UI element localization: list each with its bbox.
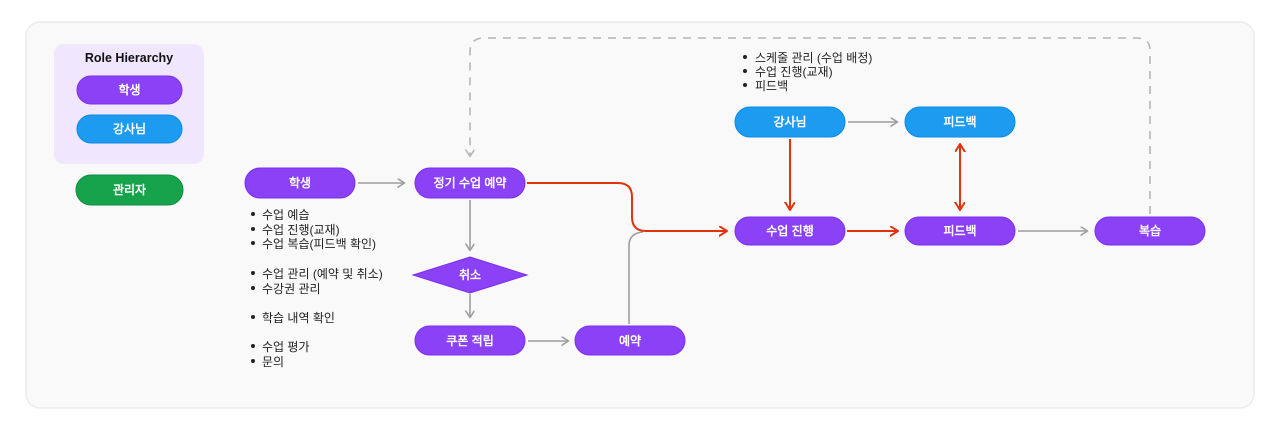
node-review[interactable]: 복습 (1094, 216, 1206, 246)
edges-gray (358, 122, 1087, 341)
node-review-label: 복습 (1139, 224, 1161, 238)
node-feedback[interactable]: 피드백 (904, 216, 1016, 246)
legend-item-instructor[interactable]: 강사님 (76, 114, 183, 144)
student-task-item: 수업 관리 (예약 및 취소) (262, 266, 383, 281)
legend-label-instructor: 강사님 (113, 121, 146, 136)
node-cancel-decision[interactable]: 취소 (411, 256, 529, 294)
edge-review-to-regular-booking-dashed (470, 37, 1151, 214)
student-task-list: 수업 예습 수업 진행(교재) 수업 복습(피드백 확인) 수업 관리 (예약 … (251, 208, 383, 369)
bullet-icon (251, 315, 255, 319)
node-regular-booking-pill[interactable] (414, 167, 526, 199)
bullet-icon (743, 69, 747, 73)
node-feedback-instructor[interactable]: 피드백 (904, 106, 1016, 138)
node-student[interactable]: 학생 (244, 167, 356, 199)
bullet-icon (251, 271, 255, 275)
node-regular-booking-label: 정기 수업 예약 (434, 175, 507, 190)
student-task-item: 수업 진행(교재) (262, 222, 340, 237)
bullet-icon (251, 344, 255, 348)
node-instructor-pill[interactable] (734, 106, 846, 138)
edge-booking-to-class-progress (628, 231, 644, 324)
node-cancel-diamond[interactable] (411, 256, 529, 294)
student-task-item: 수업 복습(피드백 확인) (262, 237, 376, 251)
node-regular-booking[interactable]: 정기 수업 예약 (414, 167, 526, 199)
node-student-label: 학생 (289, 175, 311, 190)
legend-label-admin: 관리자 (113, 182, 146, 197)
instructor-task-list: 스케줄 관리 (수업 배정) 수업 진행(교재) 피드백 (743, 51, 872, 93)
node-review-pill[interactable] (1094, 216, 1206, 246)
node-coupon[interactable]: 쿠폰 적립 (414, 325, 526, 356)
node-cancel-label: 취소 (459, 267, 481, 282)
node-feedback-label: 피드백 (943, 223, 976, 238)
edges-red (527, 139, 960, 231)
node-booking[interactable]: 예약 (574, 325, 686, 356)
bullet-icon (251, 212, 255, 216)
node-instructor[interactable]: 강사님 (734, 106, 846, 138)
node-feedback-instructor-pill[interactable] (904, 106, 1016, 138)
legend-item-student[interactable]: 학생 (76, 75, 183, 105)
node-class-progress[interactable]: 수업 진행 (734, 216, 846, 246)
legend-pill-instructor[interactable] (76, 114, 183, 144)
node-student-pill[interactable] (244, 167, 356, 199)
bullet-icon (251, 359, 255, 363)
node-feedback-instructor-label: 피드백 (943, 114, 976, 129)
node-booking-pill[interactable] (574, 325, 686, 356)
instructor-task-item: 수업 진행(교재) (755, 64, 833, 79)
node-coupon-label: 쿠폰 적립 (446, 333, 494, 348)
node-class-progress-pill[interactable] (734, 216, 846, 246)
legend-pill-student[interactable] (76, 75, 183, 105)
legend: Role Hierarchy 학생 강사님 관리자 (54, 44, 204, 206)
legend-item-admin[interactable]: 관리자 (75, 174, 184, 206)
node-feedback-pill[interactable] (904, 216, 1016, 246)
legend-label-student: 학생 (118, 82, 140, 97)
node-booking-label: 예약 (619, 333, 641, 348)
edge-regular-booking-to-class-progress (527, 182, 726, 231)
node-class-progress-label: 수업 진행 (766, 223, 814, 238)
student-task-item: 수업 예습 (262, 208, 310, 222)
bullet-icon (251, 286, 255, 290)
bullet-icon (743, 55, 747, 59)
student-task-item: 수업 평가 (262, 340, 310, 354)
instructor-task-item: 피드백 (755, 79, 788, 93)
student-task-item: 문의 (262, 355, 284, 369)
bullet-icon (251, 227, 255, 231)
node-coupon-pill[interactable] (414, 325, 526, 356)
instructor-task-item: 스케줄 관리 (수업 배정) (755, 51, 872, 65)
bullet-icon (251, 241, 255, 245)
legend-title: Role Hierarchy (85, 51, 173, 65)
student-task-item: 학습 내역 확인 (262, 311, 335, 325)
node-instructor-label: 강사님 (773, 114, 806, 129)
bullet-icon (743, 83, 747, 87)
student-task-item: 수강권 관리 (262, 282, 321, 296)
legend-pill-admin[interactable] (75, 174, 184, 206)
